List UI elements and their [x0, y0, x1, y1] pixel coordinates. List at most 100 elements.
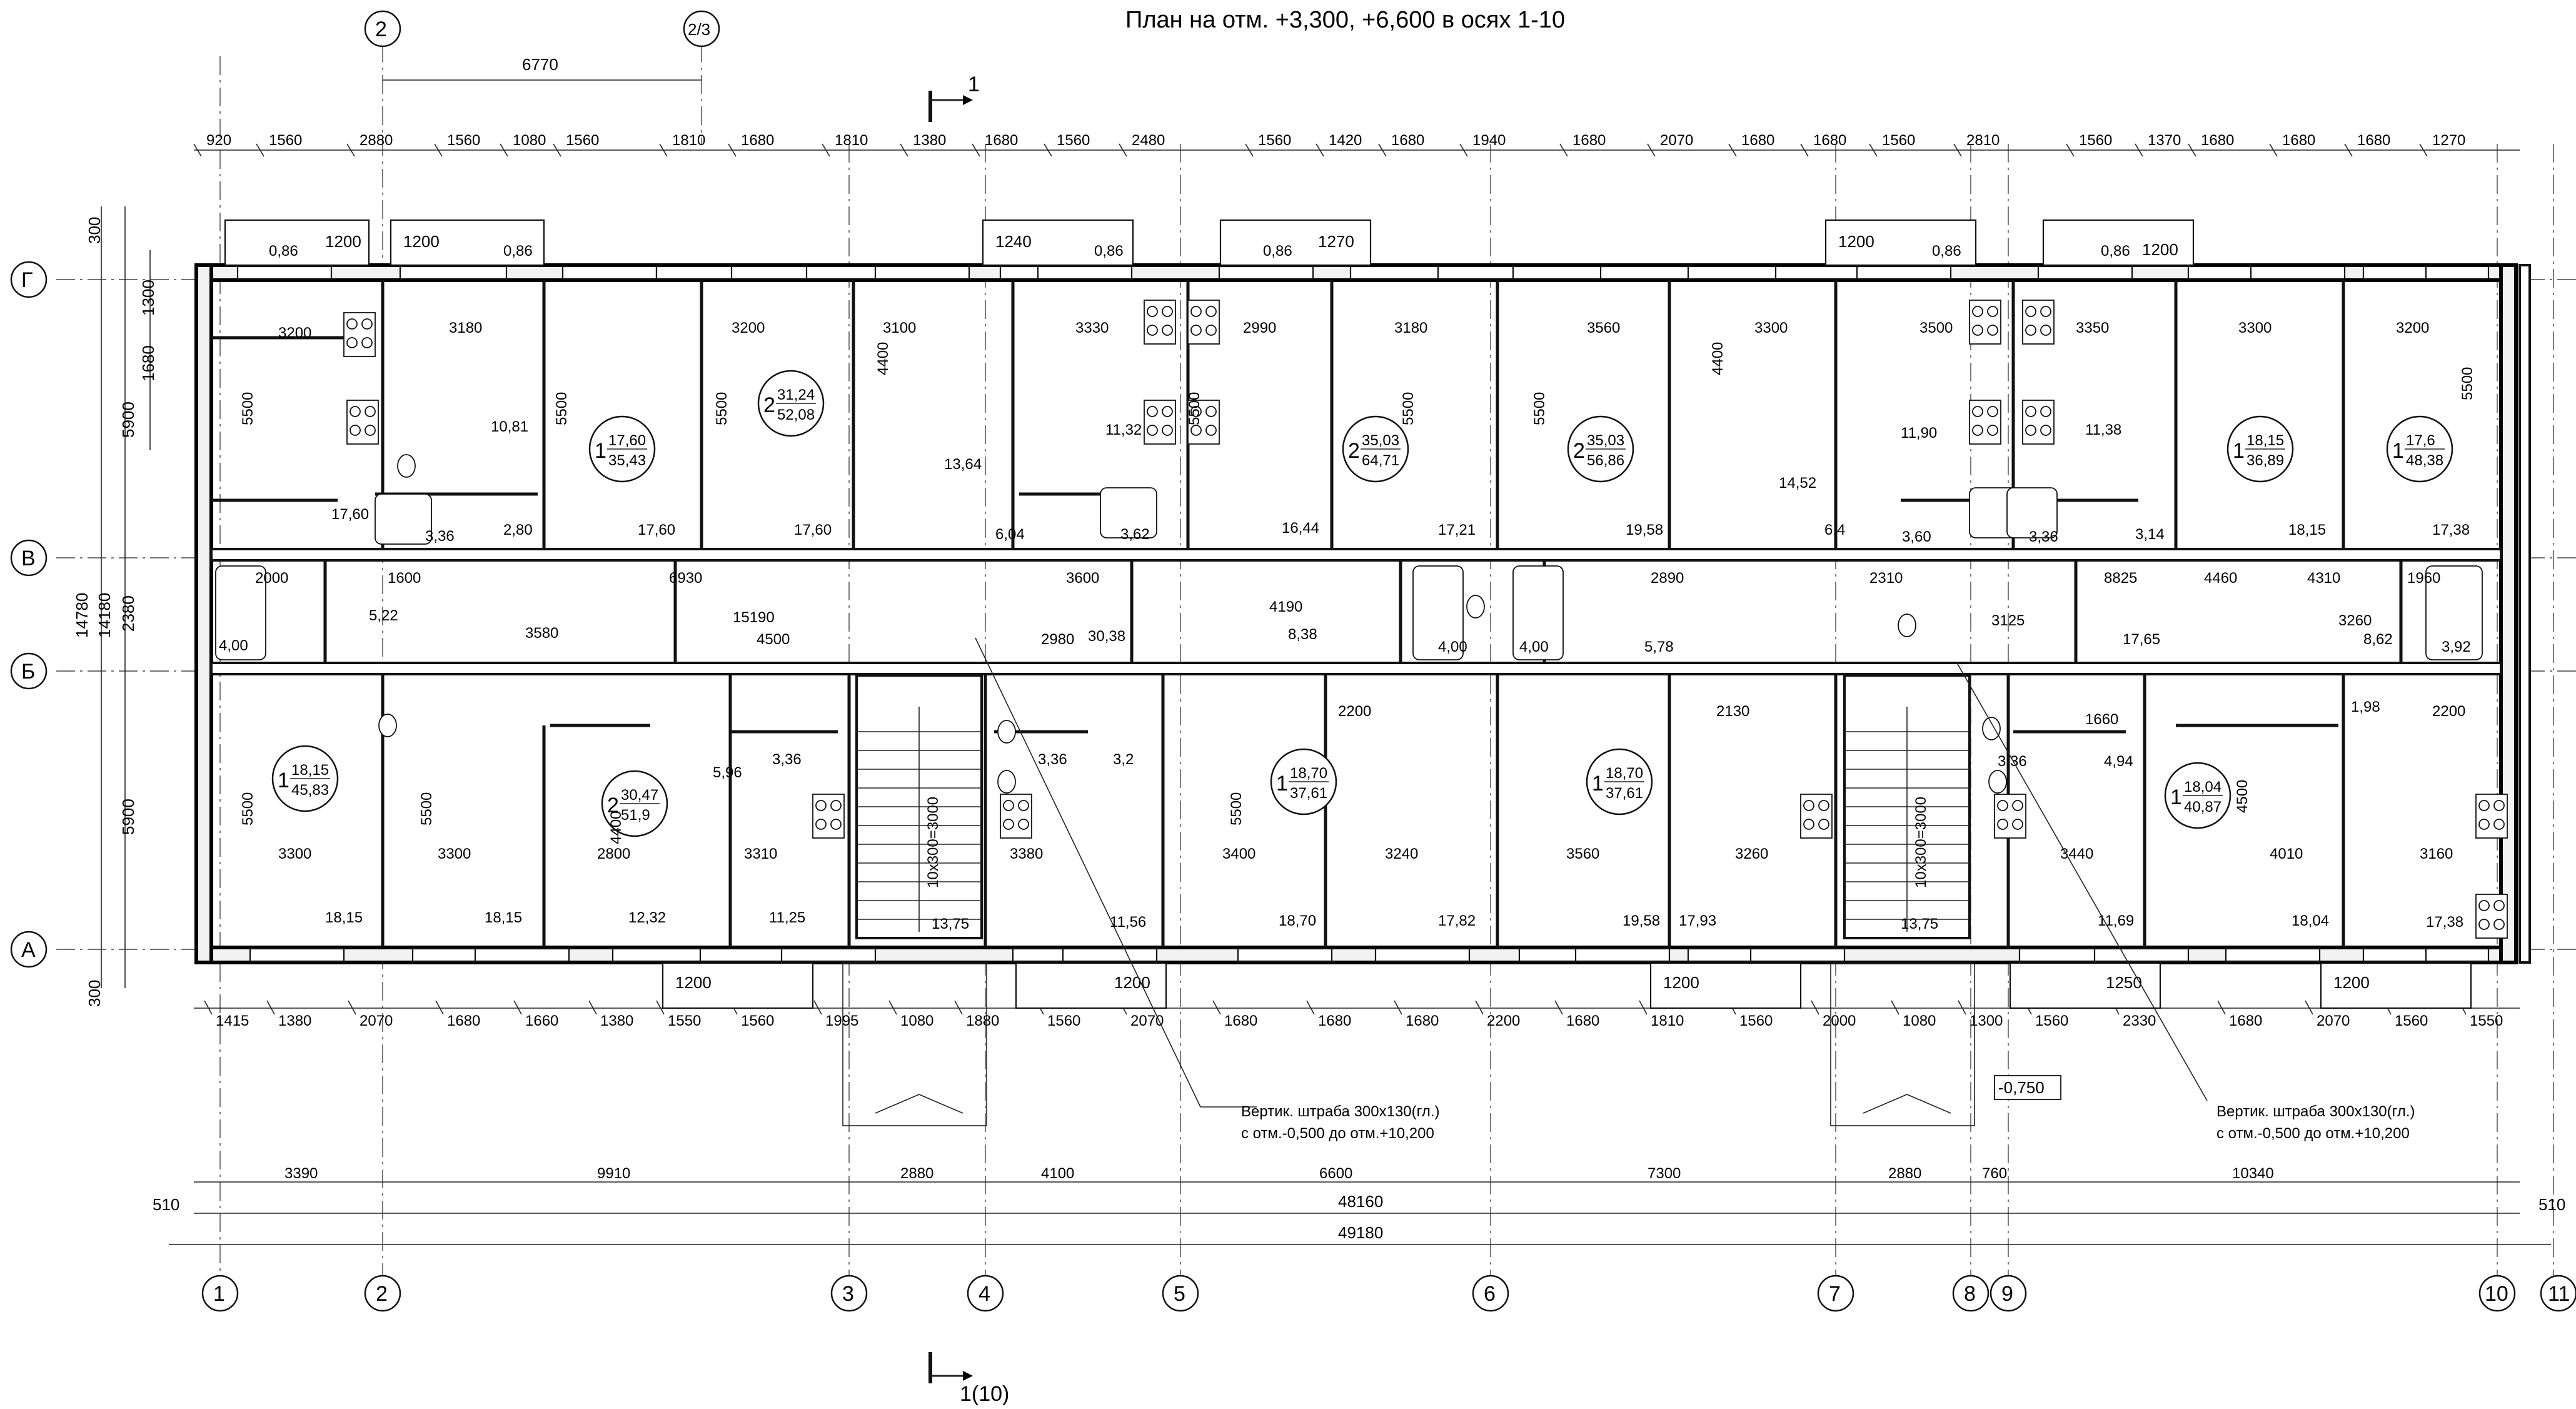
burner-icon	[1205, 325, 1217, 336]
bottom-axis-dim-5: 7300	[1648, 1165, 1681, 1182]
burner-icon	[1162, 406, 1173, 417]
room-dim-bottom: 2200	[2432, 703, 2465, 720]
burner-icon	[1003, 819, 1014, 830]
burner-icon	[2025, 325, 2036, 336]
window-top-6	[874, 265, 970, 280]
room-area-bottom: 11,69	[2098, 912, 2134, 929]
stair-label-right: 10х300=3000	[1913, 797, 1929, 888]
room-dim-bottom: 3440	[2060, 846, 2093, 862]
dimension-chain-left: 300 1300 1680 5900 2380 14180 14780 5900…	[73, 206, 158, 1007]
burner-icon	[1205, 425, 1217, 436]
burner-icon	[1190, 325, 1202, 336]
top-dim-10: 1680	[985, 132, 1018, 149]
apartment-rooms: 1	[2170, 785, 2182, 809]
room-dim-bottom: 1660	[2085, 711, 2118, 728]
room-dim-bottom: 3400	[1222, 846, 1255, 862]
sink-icon	[1898, 614, 1916, 637]
burner-icon	[346, 318, 358, 330]
burner-icon	[1018, 819, 1029, 830]
room-dim-top: 3350	[2076, 320, 2109, 336]
bottom-dim-10: 1880	[966, 1013, 999, 1029]
room-area-top: 17,21	[1438, 522, 1476, 538]
window-top-14	[1687, 265, 1783, 280]
apartment-total-area: 64,71	[1362, 452, 1399, 469]
stove-icon	[1144, 400, 1176, 445]
window-bottom-5	[780, 947, 877, 962]
room-area-bottom: 11,25	[769, 909, 805, 926]
window-top-9	[1218, 265, 1314, 280]
window-bottom-13	[1749, 947, 1846, 962]
bottom-axis-dim-3: 4100	[1041, 1165, 1074, 1182]
apartment-total-area: 37,61	[1290, 785, 1327, 802]
axis-label-11: 11	[2548, 1282, 2570, 1306]
apartment-total-area: 52,08	[777, 407, 815, 423]
window-top-10	[1349, 265, 1446, 280]
stove-icon	[812, 794, 845, 839]
stove-icon	[1969, 400, 2001, 445]
room-dim-top: 3330	[1075, 320, 1109, 336]
axis-label-7: 7	[1829, 1282, 1841, 1306]
room-area-top: 11,32	[1105, 422, 1142, 438]
room-area-top: 0,86	[1094, 243, 1124, 260]
balcony-bottom-1: 1200	[675, 973, 712, 992]
burner-icon	[1205, 306, 1217, 317]
section-label-top: 1	[968, 73, 980, 96]
apartment-rooms: 1	[1592, 772, 1604, 795]
room-area-bottom: 19,58	[1623, 912, 1660, 929]
bottom-axis-dim-2: 2880	[900, 1165, 933, 1182]
room-area-top: 3,60	[1902, 528, 1931, 545]
room-area-mid: 4,00	[1519, 639, 1549, 655]
room-dim-height: 5500	[1400, 392, 1417, 425]
room-area-mid: 5,22	[369, 607, 398, 624]
burner-icon	[815, 819, 827, 830]
top-dim-4: 1080	[513, 132, 546, 149]
sink-icon	[1988, 770, 2007, 794]
left-dim-300-bottom: 300	[85, 980, 104, 1007]
burner-icon	[2493, 900, 2505, 911]
burner-icon	[2040, 406, 2051, 417]
burner-icon	[2012, 800, 2023, 811]
bottom-dim-8: 1995	[825, 1013, 858, 1029]
apartment-living-area: 35,03	[1362, 432, 1399, 449]
window-bottom-3	[611, 947, 708, 962]
apartment-total-area: 40,87	[2184, 799, 2221, 816]
bottom-dim-23: 1560	[2035, 1013, 2068, 1029]
room-dim-bottom: 2130	[1716, 703, 1749, 720]
stairwell-right: 10х300=3000	[1830, 674, 1975, 1126]
bottom-dim-12: 2070	[1130, 1013, 1164, 1029]
room-area-mid: 5,78	[1644, 639, 1674, 655]
room-area-mid: 3,92	[2442, 639, 2471, 655]
burner-icon	[1972, 306, 1983, 317]
window-top-2	[561, 265, 658, 280]
axis-label-2: 2	[376, 1282, 388, 1306]
apartment-total-area: 51,9	[621, 807, 650, 824]
note-2-line2: с отм.-0,500 до отм.+10,200	[2216, 1125, 2410, 1142]
top-dim-18: 2070	[1660, 132, 1693, 149]
bottom-dim-27: 1560	[2395, 1013, 2428, 1029]
notes: Вертик. штраба 300х130(гл.) с отм.-0,500…	[975, 637, 2415, 1142]
level-mark: -0,750	[1998, 1078, 2045, 1097]
burner-icon	[2025, 425, 2036, 436]
room-dim-bottom: 3240	[1385, 846, 1418, 862]
room-area-bottom: 13,75	[1901, 916, 1938, 932]
left-dim-5900-top: 5900	[119, 401, 138, 438]
top-dim-17: 1680	[1572, 132, 1606, 149]
sink-icon	[997, 770, 1016, 794]
room-dim-height: 5500	[418, 792, 435, 826]
apartment-living-area: 35,03	[1587, 432, 1624, 449]
room-dim-mid: 2890	[1651, 570, 1684, 587]
windows	[236, 265, 2490, 962]
apartment-living-area: 17,6	[2406, 432, 2435, 449]
room-dim-mid: 4460	[2204, 570, 2237, 587]
room-dim-top: 3100	[883, 320, 916, 336]
bottom-dim-5: 1380	[600, 1013, 633, 1029]
room-dim-mid: 4310	[2307, 570, 2340, 587]
room-area-top: 14,52	[1779, 475, 1816, 492]
burner-icon	[2025, 306, 2036, 317]
room-dim-height: 4400	[875, 342, 892, 375]
room-area-bottom: 5,96	[713, 764, 742, 781]
axis-label-5: 5	[1174, 1282, 1185, 1306]
stove-icon	[2022, 400, 2055, 445]
